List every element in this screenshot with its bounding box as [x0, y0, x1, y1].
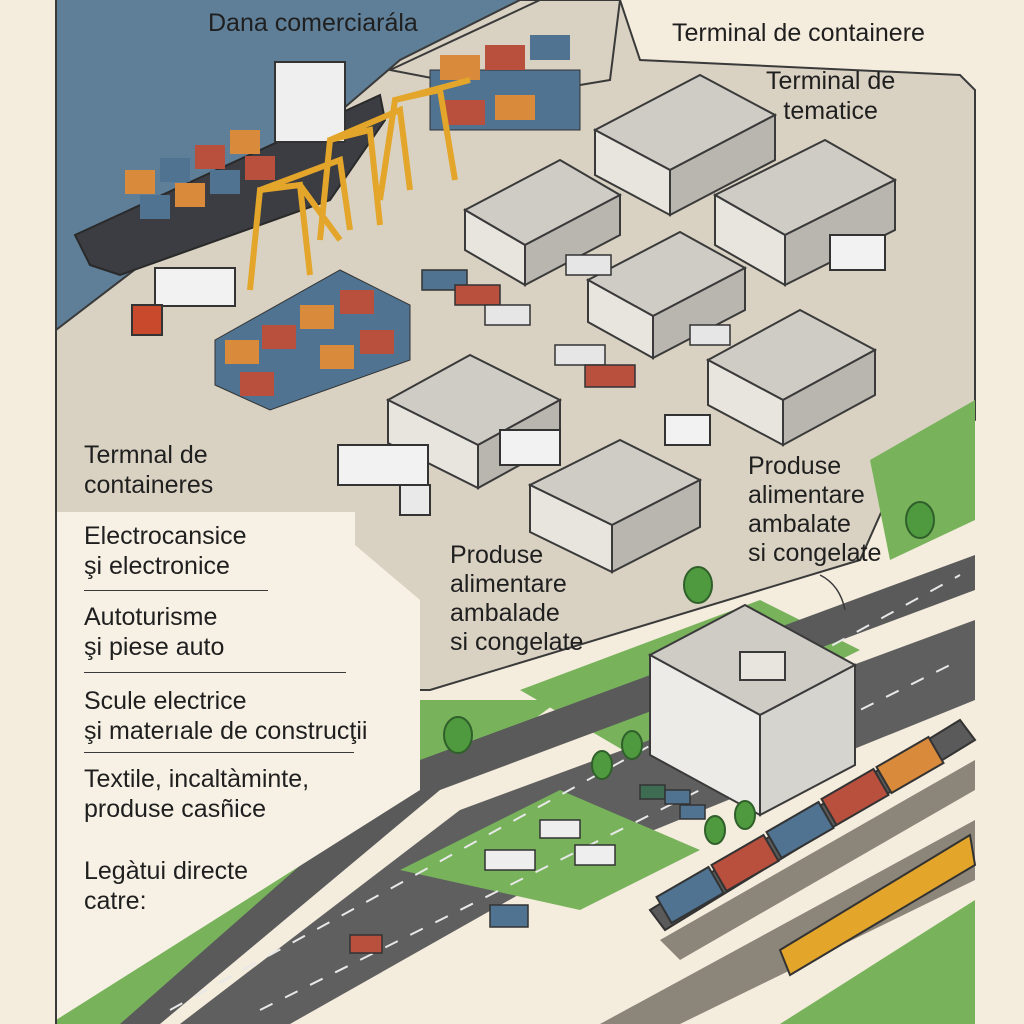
produse-right-label: Produse alimentare ambalate si congelate: [748, 452, 882, 567]
train-icon: [648, 718, 977, 977]
container-stack-yard: [214, 269, 411, 411]
rail-bed-2: [660, 760, 975, 960]
legend-item-textile: Textile, incaltàminte, produse casñice: [84, 765, 310, 823]
rail-bed: [600, 820, 975, 1024]
office-building-icon: [647, 603, 858, 817]
legend-divider: [84, 672, 346, 673]
grass-bottom-right: [780, 900, 975, 1024]
produse-center-label: Produse alimentare ambalade si congelate: [450, 541, 584, 656]
legend-item-scule: Scule electrice şi materıale de construc…: [84, 687, 368, 745]
dana-comerciala-label: Dana comerciarála: [208, 9, 418, 37]
legend-item-legaturi: Legàtui directe catre:: [84, 857, 249, 915]
tree-icon: [443, 501, 935, 845]
legend-item-autoturisme: Autoturisme şi piese auto: [84, 603, 225, 661]
lane-mark: [169, 574, 961, 1011]
terminal-containeres-label: Termnal de containeres: [84, 441, 214, 499]
warehouse-icon: [385, 73, 898, 574]
legend-divider: [84, 752, 354, 753]
highway-road: [120, 555, 975, 1024]
legend-divider: [84, 590, 268, 591]
legend-item-electronice: Electrocansice şi electronice: [84, 522, 247, 580]
crane-icon: [247, 77, 471, 291]
car-icon: [349, 254, 731, 954]
ship-icon: [73, 61, 387, 277]
sea-area: [56, 0, 520, 330]
truck-icon: [131, 234, 886, 516]
terminal-tematice-label: Terminal de tematice: [766, 67, 896, 125]
text-panel: [56, 512, 420, 1020]
leader-line: [819, 574, 846, 611]
terminal-containere-label: Terminal de containere: [672, 19, 925, 47]
container-stack-top: [429, 35, 581, 131]
grass-right: [870, 400, 975, 560]
road-median: [400, 790, 700, 910]
